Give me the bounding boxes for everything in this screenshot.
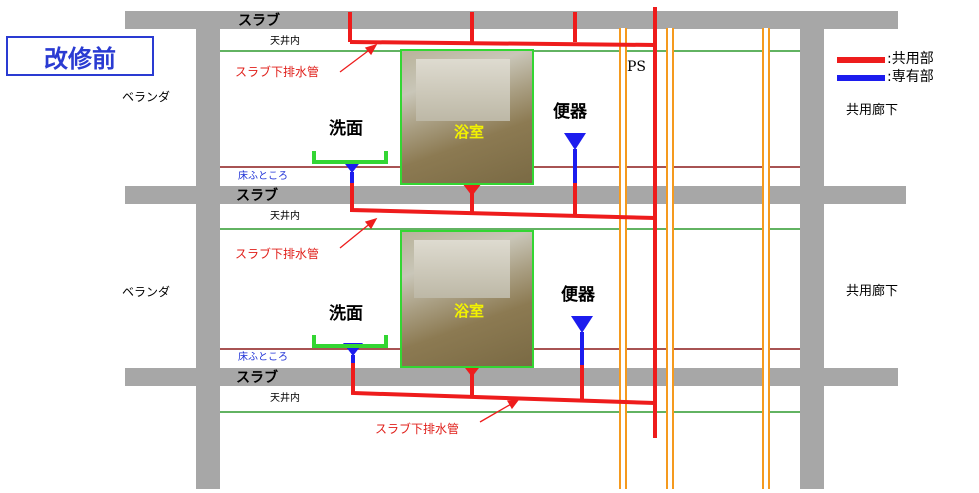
legend-label-private: :専有部 [887,69,934,85]
drain-leader-arrows [339,43,520,423]
floor-space-label-1: 床ふところ [238,171,288,182]
slab-drain-label-3: スラブ下排水管 [375,422,460,436]
slab-drain-label-1: スラブ下排水管 [235,65,320,79]
floor-space-label-2: 床ふところ [238,352,288,363]
bathtub-upper [416,59,510,121]
veranda-label-upper: ベランダ [122,90,171,104]
slab-label-top: スラブ [238,13,280,29]
ps-pipe-2 [666,28,674,489]
slab-bottom [125,368,898,386]
ceiling-label-3: 天井内 [270,393,300,404]
legend-label-common: :共用部 [887,51,934,67]
wall-right [800,16,824,489]
slab-middle [125,186,906,204]
ps-pipe-3 [762,28,770,489]
page-title: 改修前 [6,36,154,76]
wall-left [196,16,220,489]
legend-swatch-private [837,75,885,81]
bathroom-photo-upper: 浴室 [400,49,534,185]
bathroom-photo-lower: 浴室 [400,230,534,368]
slab-drain-label-2: スラブ下排水管 [235,247,320,261]
ps-pipe-1 [619,28,627,489]
common-drain-pipes [348,7,657,438]
corridor-label-upper: 共用廊下 [846,103,899,118]
washbasin-label-upper: 洗面 [329,119,363,139]
washbasin-label-lower: 洗面 [329,304,363,324]
corridor-label-lower: 共用廊下 [846,284,899,299]
private-pipes [342,133,593,365]
bathroom-label-upper: 浴室 [454,123,485,141]
ceiling-label-1: 天井内 [270,36,300,47]
bathroom-label-lower: 浴室 [454,302,485,320]
bathtub-lower [414,240,510,298]
bath-drain-1 [462,183,482,196]
slab-top [125,11,898,29]
toilet-label-lower: 便器 [561,285,595,305]
legend-swatch-common [837,57,885,63]
ps-label: PS [627,59,647,75]
toilet-label-upper: 便器 [553,102,587,122]
washbasin-1-shape [312,151,388,164]
washbasin-2-shape [312,335,388,348]
veranda-label-lower: ベランダ [122,285,171,299]
slab-label-middle: スラブ [236,188,278,204]
slab-label-bottom: スラブ [236,370,278,386]
ceiling-label-2: 天井内 [270,211,300,222]
